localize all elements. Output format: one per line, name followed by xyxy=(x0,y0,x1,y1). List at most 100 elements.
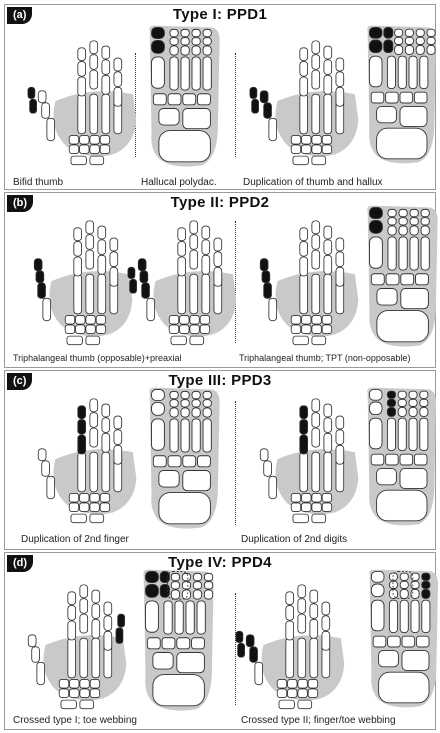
bone xyxy=(152,419,165,450)
bone xyxy=(203,400,211,407)
ulna xyxy=(90,514,104,523)
bone xyxy=(192,419,200,452)
bone xyxy=(300,242,308,257)
duplicated-bone xyxy=(370,220,383,233)
bone xyxy=(203,408,211,417)
tarsal-bone xyxy=(162,638,175,649)
carpal-bone xyxy=(200,315,209,324)
duplicated-bone xyxy=(264,283,272,298)
bone xyxy=(310,604,318,619)
bone xyxy=(181,46,189,55)
hand-skeleton xyxy=(260,399,358,523)
bone xyxy=(312,235,320,250)
tarsal-bone xyxy=(147,638,160,649)
duplicated-bone xyxy=(34,259,42,271)
tarsal-bone xyxy=(371,92,384,103)
bone xyxy=(389,600,397,632)
bone xyxy=(192,46,200,55)
bone xyxy=(90,413,98,428)
hand-skeleton xyxy=(34,221,132,345)
bone xyxy=(152,57,165,88)
carpal-bone xyxy=(291,503,300,512)
hand-skeleton xyxy=(236,585,344,709)
bone xyxy=(420,418,428,450)
bone xyxy=(416,37,424,44)
tarsal-bone xyxy=(400,454,413,465)
carpal-bone xyxy=(80,493,89,502)
bone xyxy=(336,58,344,71)
duplicated-bone xyxy=(38,283,46,298)
bone xyxy=(114,430,122,445)
duplicated-bone xyxy=(384,40,393,53)
bone xyxy=(42,103,50,118)
bone xyxy=(336,252,344,267)
tarsal-bone xyxy=(414,454,427,465)
bone xyxy=(312,250,320,269)
bone xyxy=(152,390,165,401)
bone xyxy=(110,267,118,286)
bone xyxy=(114,445,122,464)
radius xyxy=(279,700,294,709)
bone xyxy=(405,45,413,54)
cuboid xyxy=(183,470,211,490)
tarsal-bone xyxy=(371,274,384,285)
carpal-bone xyxy=(80,145,89,154)
calcaneus xyxy=(159,131,211,162)
bone xyxy=(192,391,200,398)
tarsal-bone xyxy=(401,274,414,285)
bone xyxy=(371,584,384,597)
bone xyxy=(186,601,194,634)
bone xyxy=(264,461,272,476)
tarsal-bone xyxy=(153,456,166,467)
foot-skeleton xyxy=(149,26,219,167)
bone xyxy=(300,452,308,492)
bone xyxy=(336,87,344,106)
bone xyxy=(312,70,320,89)
bone xyxy=(90,70,98,89)
bone xyxy=(214,267,222,286)
bone xyxy=(324,226,332,239)
bone xyxy=(86,235,94,250)
bone xyxy=(202,240,210,255)
tarsal-bone xyxy=(373,636,386,647)
ulna xyxy=(80,700,94,709)
tarsal-bone xyxy=(153,94,166,105)
bone xyxy=(68,638,76,678)
bone xyxy=(286,606,294,621)
tarsal-bone xyxy=(198,94,211,105)
carpal-bone xyxy=(308,679,317,688)
duplicated-bone xyxy=(128,267,135,278)
bone xyxy=(300,228,308,241)
navicular xyxy=(159,108,179,125)
bone xyxy=(47,476,55,498)
bone xyxy=(80,614,88,633)
bone xyxy=(405,37,413,44)
carpal-bone xyxy=(302,315,311,324)
bone xyxy=(300,257,308,276)
bone xyxy=(312,452,320,492)
bone xyxy=(324,240,332,255)
navicular xyxy=(153,652,173,669)
bone xyxy=(398,407,406,416)
bone xyxy=(190,235,198,250)
bone xyxy=(171,590,179,599)
tarsal-bone xyxy=(388,636,401,647)
bone xyxy=(74,274,82,314)
duplicated-bone xyxy=(300,420,308,435)
carpal-bone xyxy=(322,135,331,144)
bone xyxy=(74,228,82,241)
carpal-bone xyxy=(302,503,311,512)
calcaneus xyxy=(377,490,427,521)
bone xyxy=(37,662,45,684)
bone xyxy=(193,582,201,589)
bone xyxy=(181,400,189,407)
tarsal-bone xyxy=(402,636,415,647)
carpal-bone xyxy=(312,135,321,144)
carpal-bone xyxy=(90,689,99,698)
duplicated-bone xyxy=(422,573,430,580)
carpal-bone xyxy=(322,145,331,154)
radius xyxy=(71,514,86,523)
carpal-bone xyxy=(86,325,95,334)
bone xyxy=(312,428,320,447)
carpal-bone xyxy=(80,689,89,698)
